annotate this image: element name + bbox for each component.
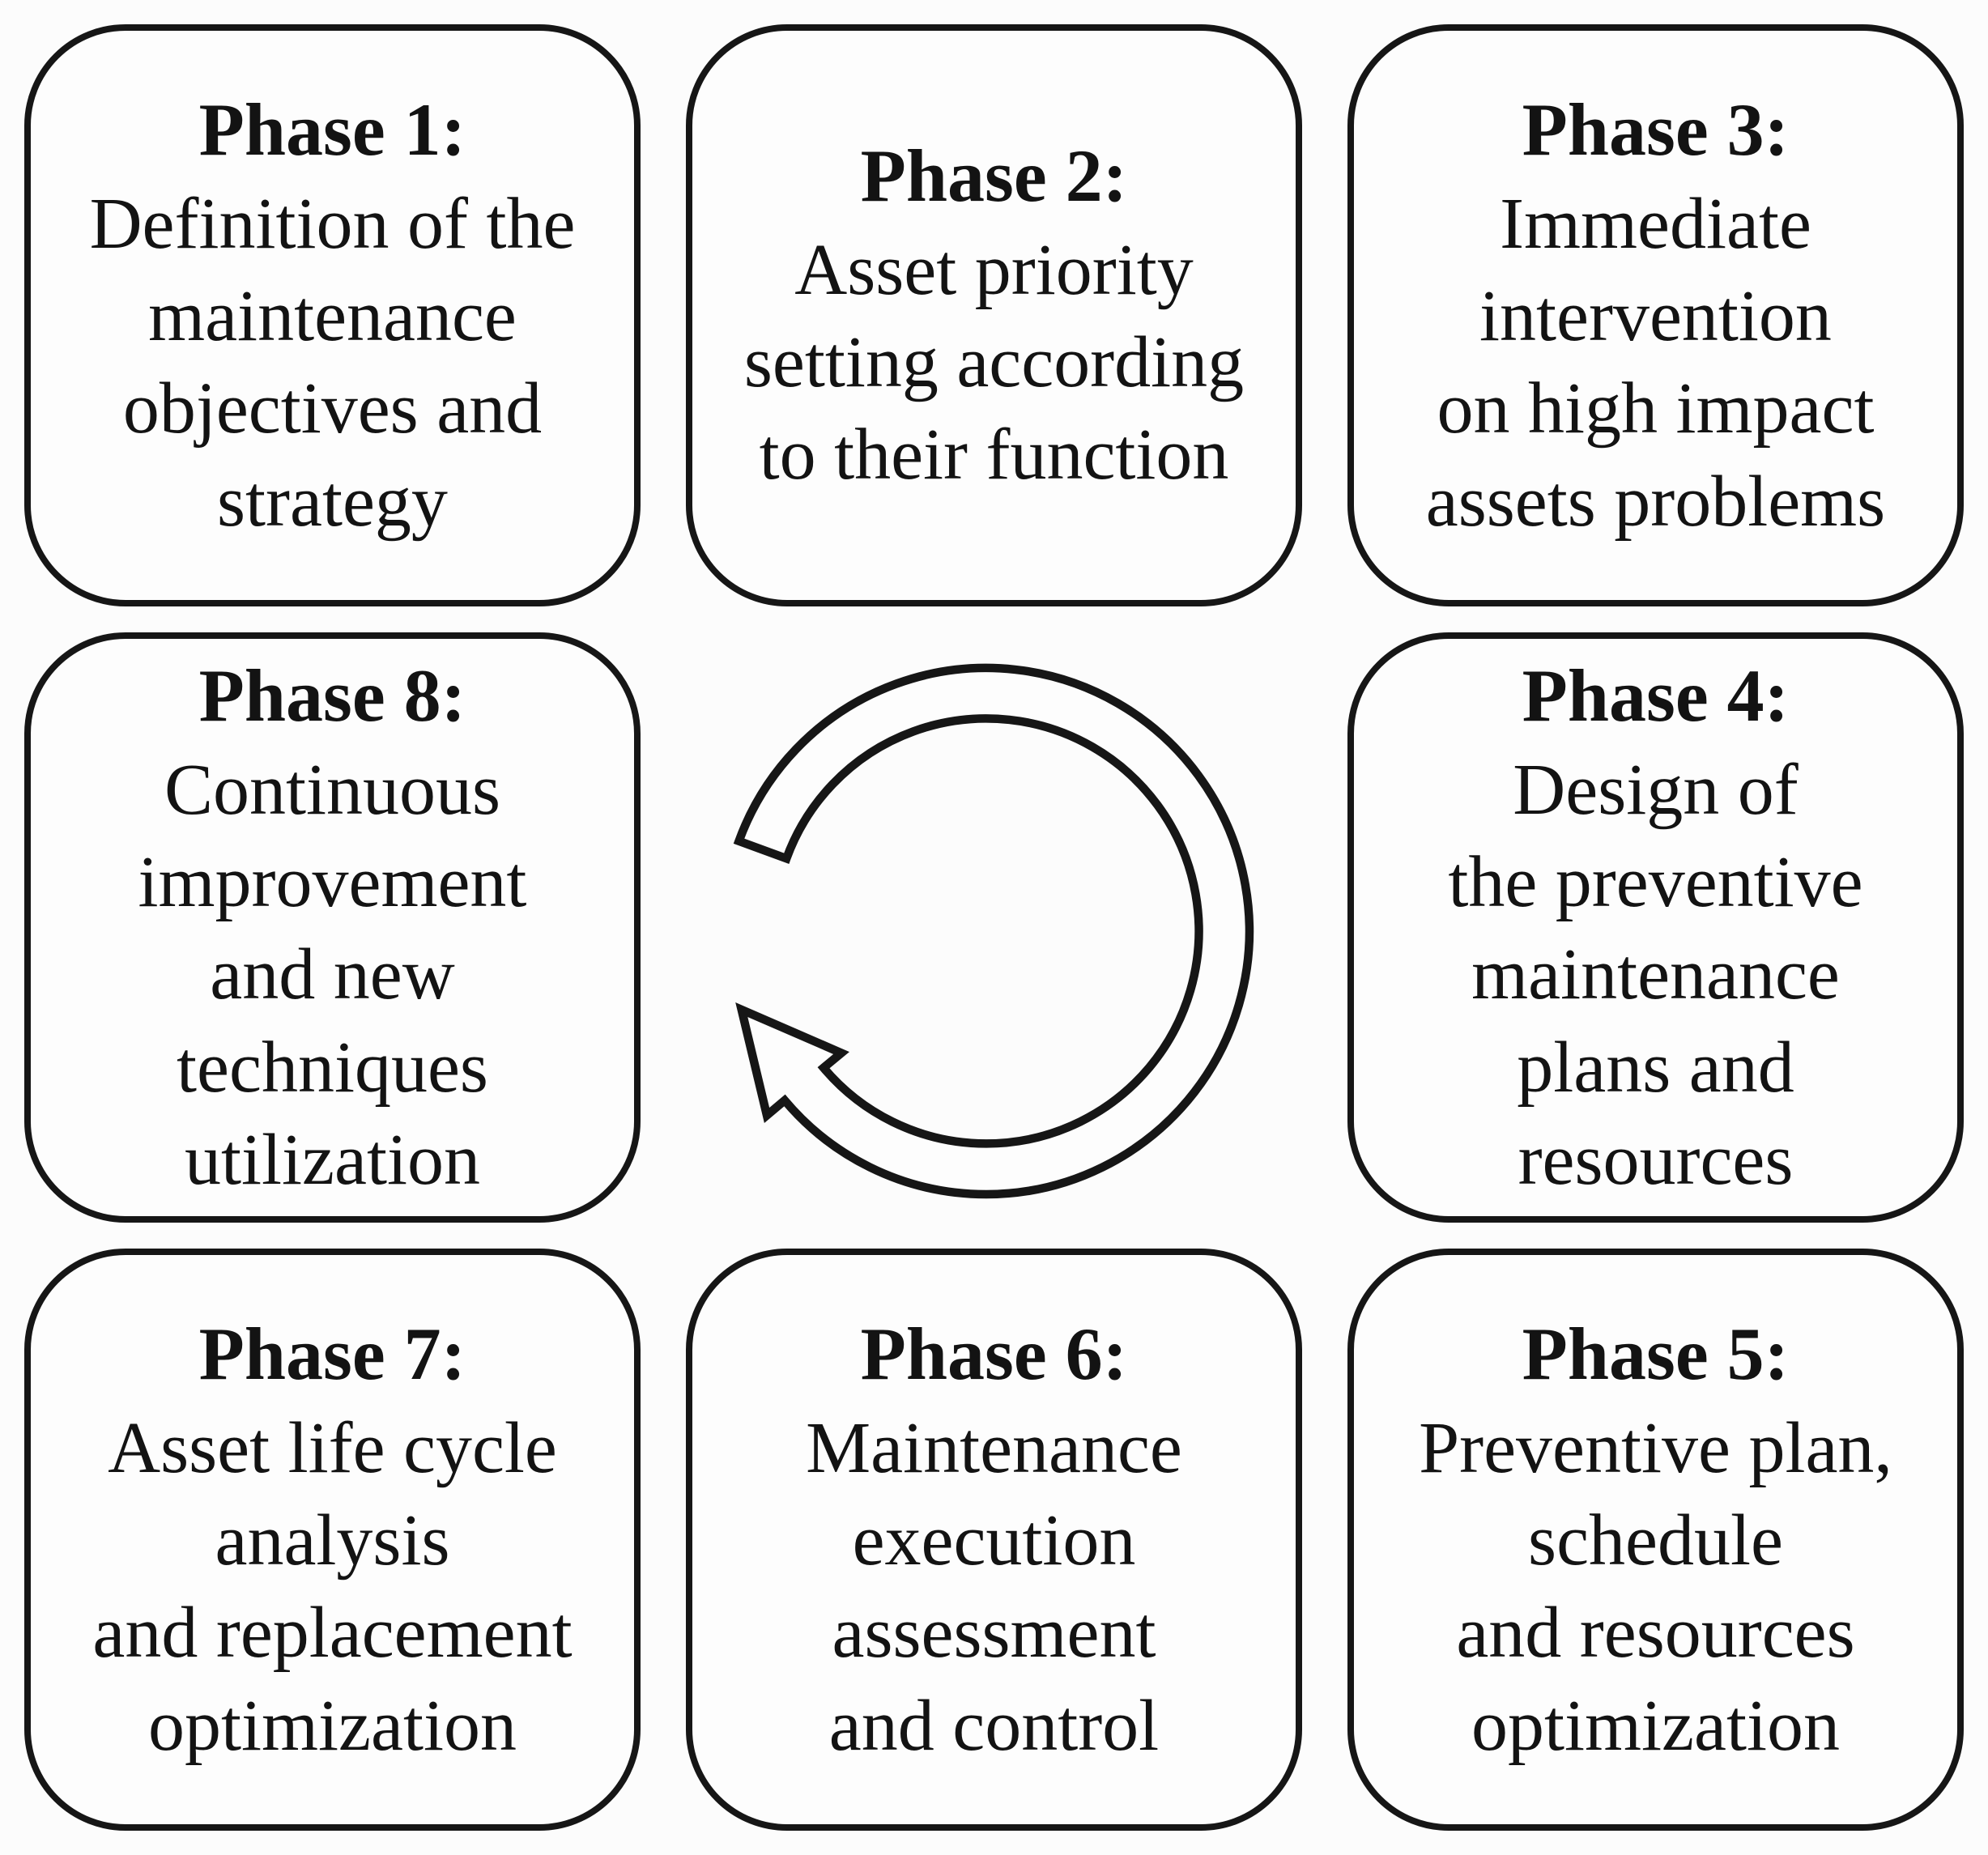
phase-2-box: Phase 2: Asset priority setting accordin… (686, 24, 1302, 606)
phase-3-body: Immediate intervention on high impact as… (1425, 183, 1886, 542)
phase-6-body: Maintenance execution assessment and con… (806, 1407, 1182, 1766)
phase-2-title: Phase 2: (860, 134, 1128, 218)
phase-3-title: Phase 3: (1522, 87, 1790, 171)
phase-3-box: Phase 3: Immediate intervention on high … (1347, 24, 1964, 606)
phase-2-body: Asset priority setting according to thei… (743, 229, 1245, 496)
phase-7-title: Phase 7: (198, 1313, 466, 1396)
cycle-arrow-cell (686, 632, 1302, 1223)
phase-6-title: Phase 6: (860, 1313, 1128, 1396)
phase-8-title: Phase 8: (198, 653, 466, 737)
phase-1-title: Phase 1: (198, 87, 466, 171)
phase-5-body: Preventive plan, schedule and resources … (1419, 1407, 1892, 1766)
phase-8-body: Continuous improvement and new technique… (138, 749, 527, 1200)
phase-1-body: Definition of the maintenance objectives… (89, 183, 576, 542)
phase-5-title: Phase 5: (1522, 1313, 1790, 1396)
phase-8-box: Phase 8: Continuous improvement and new … (24, 632, 641, 1223)
phase-4-body: Design of the preventive maintenance pla… (1448, 749, 1863, 1200)
phase-4-title: Phase 4: (1522, 653, 1790, 737)
phase-1-box: Phase 1: Definition of the maintenance o… (24, 24, 641, 606)
phase-5-box: Phase 5: Preventive plan, schedule and r… (1347, 1249, 1964, 1831)
clockwise-cycle-arrow-icon (733, 664, 1254, 1199)
phase-4-box: Phase 4: Design of the preventive mainte… (1347, 632, 1964, 1223)
phase-7-body: Asset life cycle analysis and replacemen… (92, 1407, 573, 1766)
phase-7-box: Phase 7: Asset life cycle analysis and r… (24, 1249, 641, 1831)
phase-6-box: Phase 6: Maintenance execution assessmen… (686, 1249, 1302, 1831)
